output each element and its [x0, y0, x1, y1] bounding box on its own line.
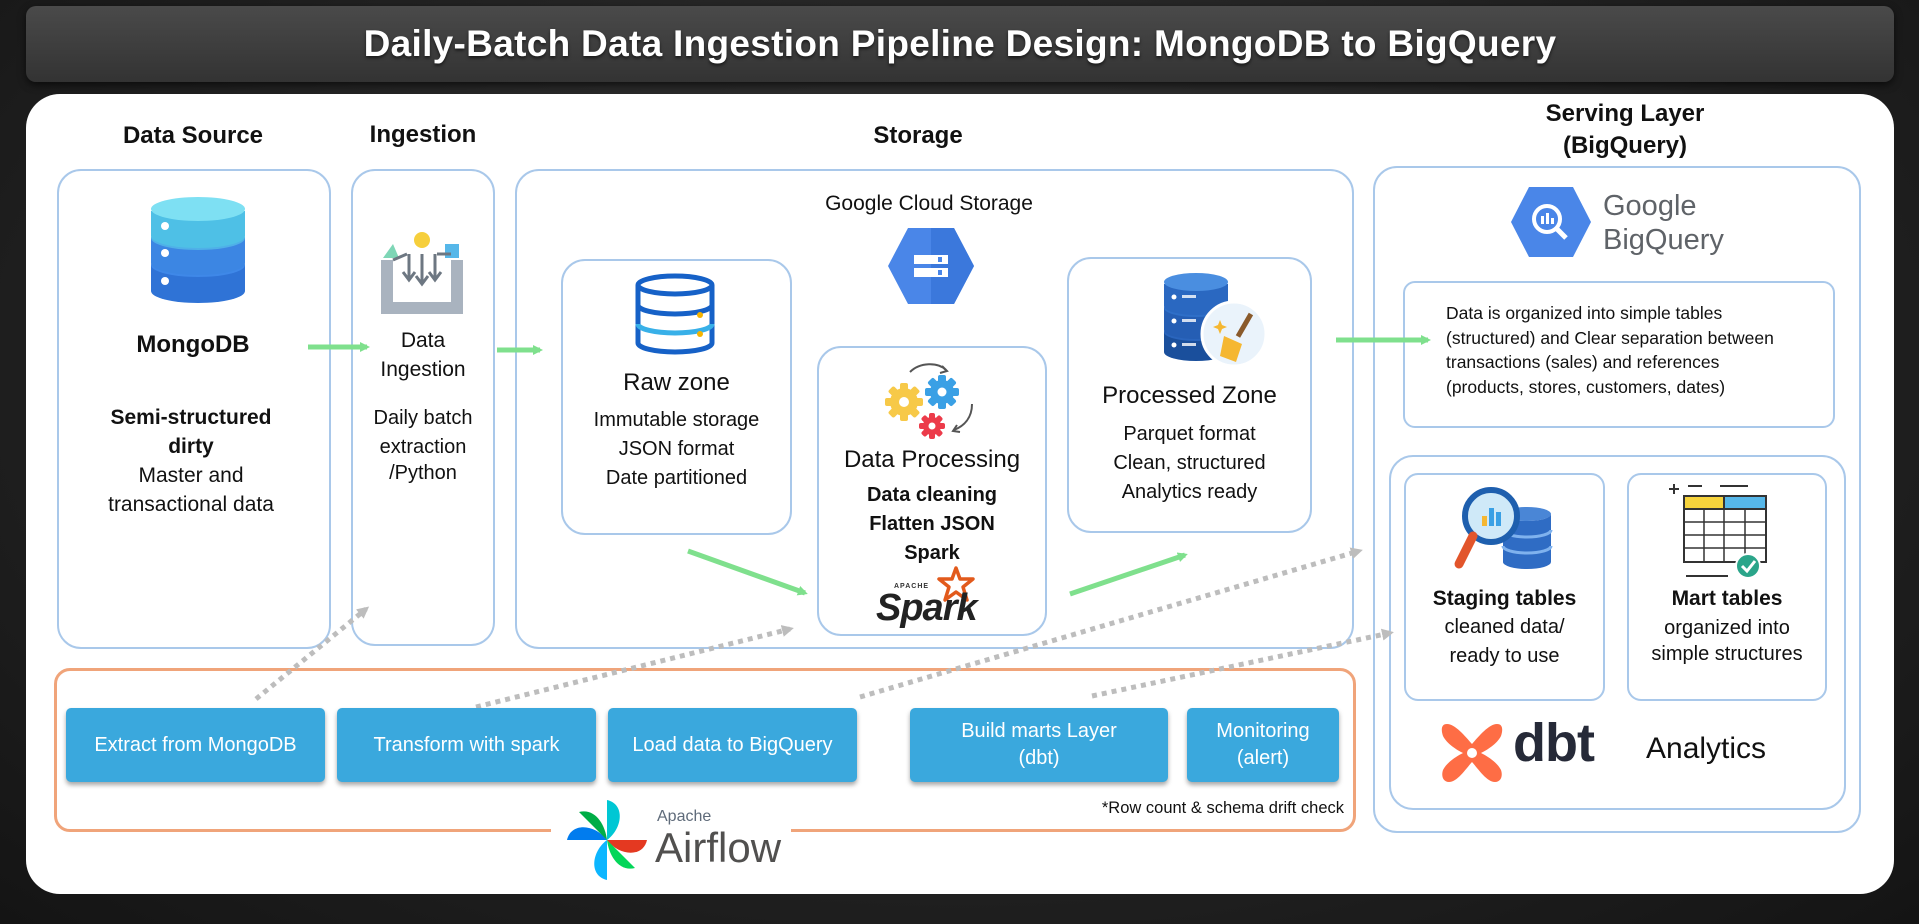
source-desc-line3: Master and	[138, 464, 244, 487]
processing-line1: Data cleaning	[866, 484, 998, 506]
spark-star-icon	[937, 566, 975, 602]
bigquery-logo-name: BigQuery	[1603, 224, 1724, 256]
ingestion-desc-line3: /Python	[389, 462, 457, 484]
processed-line2: Clean, structured	[1113, 452, 1266, 474]
staging-line1: cleaned data/	[1444, 616, 1565, 638]
serving-note-line3: transactions (sales) and references	[1446, 352, 1720, 372]
processing-line3: Spark	[904, 542, 960, 564]
serving-note-panel	[1403, 281, 1835, 428]
staging-tables-title: Staging tables	[1432, 587, 1577, 610]
step-extract-label: Extract from MongoDB	[94, 733, 297, 756]
processed-line1: Parquet format	[1123, 423, 1256, 445]
step-transform-with-spark[interactable]: Transform with spark	[337, 708, 596, 782]
step-load-label: Load data to BigQuery	[632, 733, 833, 756]
processed-zone-title: Processed Zone	[1102, 382, 1277, 409]
airflow-logo: Apache Airflow	[551, 796, 791, 884]
dotted-transform-to-processing	[475, 625, 794, 710]
processed-line3: Analytics ready	[1121, 481, 1258, 503]
dbt-logo-text: dbt	[1513, 713, 1595, 773]
step-extract-from-mongodb[interactable]: Extract from MongoDB	[66, 708, 325, 782]
dotted-marts-to-staging	[1091, 628, 1394, 699]
step-monitoring[interactable]: Monitoring (alert)	[1187, 708, 1339, 782]
bigquery-icon	[1511, 187, 1591, 257]
processed-database-icon	[1164, 273, 1268, 368]
arrow-raw-to-processing	[687, 548, 808, 596]
raw-storage-icon	[635, 273, 715, 355]
mart-line1: organized into	[1664, 617, 1790, 639]
raw-zone-title: Raw zone	[623, 369, 730, 396]
data-ingestion-icon	[381, 232, 463, 314]
data-processing-title: Data Processing	[843, 446, 1021, 473]
ingestion-label-line1: Data	[400, 329, 446, 352]
section-ingestion: Ingestion	[369, 121, 477, 148]
raw-zone-line1: Immutable storage	[593, 409, 760, 431]
title-bar: Daily-Batch Data Ingestion Pipeline Desi…	[26, 6, 1894, 82]
step-marts-label-line1: Build marts Layer	[961, 720, 1117, 742]
mongodb-label: MongoDB	[136, 331, 250, 358]
staging-search-icon	[1454, 487, 1553, 569]
spark-logo-small: APACHE	[894, 583, 930, 590]
serving-note-line1: Data is organized into simple tables	[1446, 303, 1723, 323]
serving-heading-line1: Serving Layer	[1545, 100, 1705, 127]
arrow-processing-to-processed	[1069, 552, 1188, 597]
source-desc-line2: dirty	[168, 435, 214, 458]
ingestion-desc-line2: extraction	[379, 436, 467, 458]
airflow-pinwheel-icon	[567, 800, 647, 880]
spark-logo-text: Spark	[876, 587, 978, 629]
ingestion-label-line2: Ingestion	[380, 358, 466, 381]
processing-line2: Flatten JSON	[869, 513, 995, 535]
footnote: *Row count & schema drift check	[1101, 799, 1344, 817]
staging-line2: ready to use	[1449, 645, 1560, 667]
serving-heading-line2: (BigQuery)	[1562, 132, 1687, 159]
database-icon	[151, 197, 245, 303]
step-transform-label: Transform with spark	[373, 733, 560, 756]
step-marts-label-line2: (dbt)	[1018, 747, 1060, 769]
source-desc-line1: Semi-structured	[110, 406, 272, 429]
section-storage: Storage	[873, 122, 963, 149]
page-title: Daily-Batch Data Ingestion Pipeline Desi…	[363, 23, 1557, 64]
step-monitoring-label-line1: Monitoring	[1216, 720, 1310, 742]
ingestion-desc-line1: Daily batch	[373, 407, 473, 429]
section-data-source: Data Source	[122, 122, 264, 149]
serving-note-text: Data is organized into simple tables (st…	[1446, 301, 1836, 399]
airflow-logo-text: Airflow	[655, 824, 782, 871]
step-monitoring-label-line2: (alert)	[1236, 747, 1290, 769]
source-desc-line4: transactional data	[108, 493, 274, 516]
analytics-label: Analytics	[1646, 732, 1767, 765]
gears-icon	[885, 363, 973, 439]
google-cloud-storage-icon	[888, 228, 974, 304]
raw-zone-line2: JSON format	[618, 438, 735, 460]
dotted-load-to-bigquery	[859, 547, 1363, 700]
mart-line2: simple structures	[1651, 643, 1803, 665]
step-build-marts-layer[interactable]: Build marts Layer (dbt)	[910, 708, 1168, 782]
dotted-extract-to-ingestion	[254, 606, 370, 701]
serving-note-line2: (structured) and Clear separation betwee…	[1446, 327, 1774, 348]
raw-zone-panel	[561, 259, 792, 535]
bigquery-logo-google: Google	[1603, 190, 1697, 222]
step-load-to-bigquery[interactable]: Load data to BigQuery	[608, 708, 857, 782]
gcs-label: Google Cloud Storage	[825, 192, 1033, 215]
section-serving: Serving Layer (BigQuery)	[1500, 100, 1750, 160]
ingestion-panel	[351, 169, 495, 646]
mart-tables-title: Mart tables	[1671, 587, 1783, 610]
mart-table-icon	[1669, 484, 1767, 579]
serving-note-line4: (products, stores, customers, dates)	[1446, 376, 1726, 397]
dbt-icon	[1441, 724, 1503, 782]
apache-spark-logo: APACHE Spark	[876, 566, 996, 629]
raw-zone-line3: Date partitioned	[605, 467, 748, 489]
airflow-logo-small: Apache	[657, 808, 712, 825]
